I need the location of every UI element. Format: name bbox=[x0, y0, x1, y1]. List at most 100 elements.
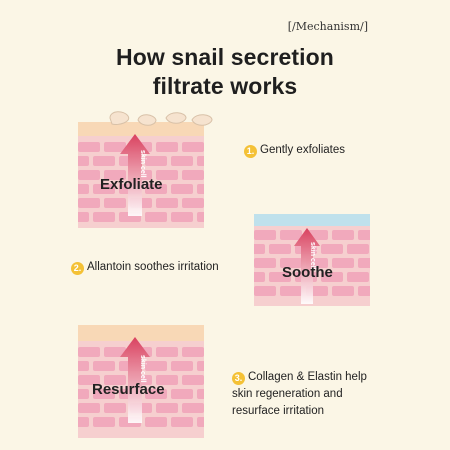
skin-cell-brick bbox=[182, 142, 204, 152]
exfoliate-label: Exfoliate bbox=[100, 176, 163, 193]
skin-cell-brick bbox=[93, 361, 115, 371]
skin-cell-brick bbox=[78, 375, 100, 385]
skin-cell-brick bbox=[93, 184, 115, 194]
soothe-label: Soothe bbox=[282, 264, 333, 281]
skin-cell-brick bbox=[93, 156, 115, 166]
skin-cell-brick bbox=[269, 272, 291, 282]
resurface-panel: skin cell Resurface bbox=[78, 325, 204, 438]
skin-cell-brick bbox=[104, 403, 126, 413]
upward-arrow-icon bbox=[292, 226, 322, 306]
skin-cell-text: skin cell bbox=[139, 355, 146, 383]
skin-cell-brick bbox=[182, 170, 204, 180]
exfoliate-panel: skin cell Exfoliate bbox=[78, 122, 204, 228]
skin-cell-brick bbox=[156, 142, 178, 152]
skin-cell-brick bbox=[171, 156, 193, 166]
skin-cell-brick bbox=[347, 244, 369, 254]
mechanism-tag: [/Mechanism/] bbox=[287, 20, 368, 33]
skin-cell-brick bbox=[197, 184, 204, 194]
skin-cell-brick bbox=[78, 389, 89, 399]
skin-cell-brick bbox=[171, 389, 193, 399]
page-title: How snail secretion filtrate works bbox=[0, 43, 450, 101]
skin-cell-brick bbox=[156, 375, 178, 385]
skin-cell-brick bbox=[78, 198, 100, 208]
skin-cell-brick bbox=[280, 258, 302, 268]
step-number-badge: 3. bbox=[232, 372, 245, 385]
skin-cell-brick bbox=[269, 244, 291, 254]
skin-cell-brick bbox=[358, 286, 370, 296]
skin-cell-brick bbox=[171, 184, 193, 194]
skin-cell-brick bbox=[145, 184, 167, 194]
step-text-line-1: Collagen & Elastin help bbox=[248, 371, 367, 383]
skin-cell-brick bbox=[145, 389, 167, 399]
step-3: 3.Collagen & Elastin help skin regenerat… bbox=[232, 369, 367, 420]
skin-cell-text: skin cell bbox=[139, 150, 146, 178]
step-text-line-3: resurface irritation bbox=[232, 405, 325, 417]
skin-cell-brick bbox=[321, 244, 343, 254]
skin-cell-brick bbox=[78, 156, 89, 166]
skin-cell-brick bbox=[104, 375, 126, 385]
skin-cell-brick bbox=[358, 258, 370, 268]
skin-cell-brick bbox=[156, 403, 178, 413]
title-line-2: filtrate works bbox=[152, 73, 298, 99]
skin-cell-brick bbox=[254, 286, 276, 296]
skin-cell-brick bbox=[156, 347, 178, 357]
dead-skin-flakes bbox=[109, 111, 213, 126]
skin-cell-brick bbox=[78, 184, 89, 194]
skin-cell-brick bbox=[197, 389, 204, 399]
skin-cell-brick bbox=[321, 272, 343, 282]
skin-cell-brick bbox=[182, 375, 204, 385]
skin-cell-brick bbox=[171, 361, 193, 371]
skin-cell-brick bbox=[254, 258, 276, 268]
skin-cell-brick bbox=[182, 403, 204, 413]
skin-cell-brick bbox=[145, 212, 167, 222]
skin-cell-brick bbox=[182, 347, 204, 357]
skin-cell-brick bbox=[280, 230, 302, 240]
skin-cell-brick bbox=[156, 198, 178, 208]
skin-cell-brick bbox=[104, 198, 126, 208]
skin-cell-brick bbox=[78, 417, 89, 427]
skin-cell-brick bbox=[104, 347, 126, 357]
skin-cell-brick bbox=[93, 389, 115, 399]
resurface-label: Resurface bbox=[92, 381, 165, 398]
skin-cell-brick bbox=[347, 272, 369, 282]
skin-cell-brick bbox=[358, 230, 370, 240]
skin-cell-brick bbox=[197, 212, 204, 222]
step-text-line-2: skin regeneration and bbox=[232, 388, 343, 400]
skin-cell-brick bbox=[171, 212, 193, 222]
skin-cell-brick bbox=[254, 272, 265, 282]
skin-cell-brick bbox=[197, 156, 204, 166]
step-2: 2.Allantoin soothes irritation bbox=[71, 259, 219, 276]
skin-cell-brick bbox=[156, 170, 178, 180]
skin-cell-brick bbox=[78, 403, 100, 413]
step-text: Gently exfoliates bbox=[260, 144, 346, 156]
step-number-badge: 2. bbox=[71, 262, 84, 275]
upward-arrow-icon bbox=[118, 132, 152, 223]
skin-cell-brick bbox=[332, 230, 354, 240]
step-1: 1.Gently exfoliates bbox=[244, 142, 345, 159]
skin-cell-brick bbox=[145, 417, 167, 427]
skin-cell-brick bbox=[104, 170, 126, 180]
skin-cell-brick bbox=[171, 417, 193, 427]
skin-cell-brick bbox=[78, 212, 89, 222]
skin-cell-brick bbox=[332, 286, 354, 296]
skin-cell-brick bbox=[280, 286, 302, 296]
skin-cell-brick bbox=[93, 417, 115, 427]
step-text: Allantoin soothes irritation bbox=[87, 261, 219, 273]
skin-cell-brick bbox=[78, 142, 100, 152]
skin-cell-brick bbox=[78, 361, 89, 371]
skin-layers-illustration bbox=[254, 214, 370, 296]
step-number-badge: 1. bbox=[244, 145, 257, 158]
skin-cell-brick bbox=[104, 142, 126, 152]
skin-cell-brick bbox=[254, 244, 265, 254]
skin-cell-brick bbox=[78, 347, 100, 357]
skin-cell-brick bbox=[197, 417, 204, 427]
skin-cell-brick bbox=[332, 258, 354, 268]
skin-cell-brick bbox=[145, 156, 167, 166]
skin-cell-brick bbox=[78, 170, 100, 180]
skin-cell-brick bbox=[93, 212, 115, 222]
title-line-1: How snail secretion bbox=[116, 44, 334, 70]
soothe-panel: skin cell Soothe bbox=[254, 214, 370, 306]
skin-cell-brick bbox=[254, 230, 276, 240]
skin-cell-brick bbox=[182, 198, 204, 208]
upward-arrow-icon bbox=[118, 335, 152, 430]
